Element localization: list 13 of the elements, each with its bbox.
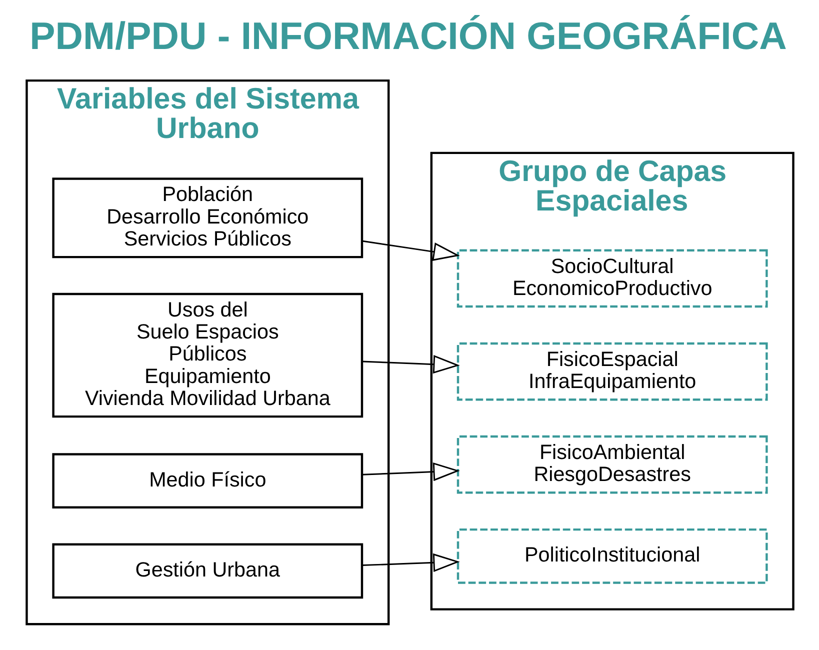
node-box: Usos del Suelo Espacios Públicos Equipamiento Vivienda Movilidad Urbana (52, 292, 363, 418)
arrow (362, 553, 460, 572)
node-box: Gestión Urbana (52, 543, 363, 599)
arrow (362, 462, 460, 482)
diagram-title: PDM/PDU - INFORMACIÓN GEOGRÁFICA (29, 15, 786, 58)
node-box: PoliticoInstitucional (456, 528, 768, 584)
node-box: Población Desarrollo Económico Servicios Públicos (52, 178, 363, 258)
arrow (362, 240, 460, 261)
node-box: FisicoAmbiental RiesgoDesastres (456, 435, 768, 494)
arrow (362, 355, 460, 374)
node-box: SocioCultural EconomicoProductivo (456, 249, 768, 308)
node-box: Medio Físico (52, 453, 363, 509)
node-box: FisicoEspacial InfraEquipamiento (456, 342, 768, 401)
